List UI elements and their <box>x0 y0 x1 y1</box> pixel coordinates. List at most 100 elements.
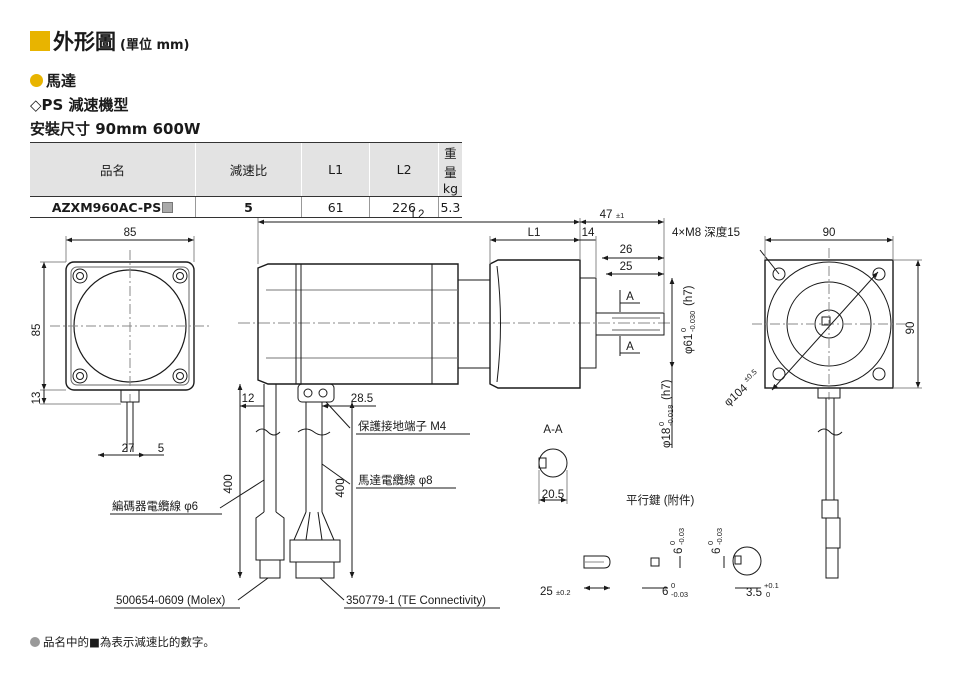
label-conn1: 500654-0609 (Molex) <box>116 595 225 607</box>
label-encoder-cable: 編碼器電纜線 φ6 <box>112 499 198 513</box>
dim-key-6-tol-top: 0 <box>671 581 675 590</box>
aa-keyway <box>538 457 547 469</box>
encoder-connector-plug <box>259 559 281 579</box>
section-mount: 安裝尺寸 90mm 600W <box>30 120 201 138</box>
flange-connector-b <box>825 517 841 549</box>
dim-side-width: 90 <box>823 227 836 239</box>
dim-key-6b-tol-top: 0 <box>668 541 677 545</box>
dim-47: 47 <box>600 209 613 221</box>
parallel-key-view <box>583 546 762 591</box>
dim-key-6c-tol-bot: -0.03 <box>715 528 724 545</box>
cell-model-text: AZXM960AC-PS <box>51 199 162 215</box>
dim-key-25-tol: ±0.2 <box>556 588 571 597</box>
dim-phi18-tol-bot: -0.018 <box>666 405 675 426</box>
dim-phi104-group: φ104 ±0.5 <box>722 367 759 409</box>
dim-key-6b: 6 <box>673 548 685 554</box>
side-view <box>219 218 675 601</box>
leader-motor-cable <box>321 463 351 485</box>
break-mark <box>817 428 843 436</box>
dim-cable-5: 5 <box>158 443 164 455</box>
leader-tap <box>759 249 780 275</box>
leader-ground <box>325 401 351 429</box>
dim-key-6b-group: 6 0 -0.03 <box>668 528 686 554</box>
encoder-connector <box>255 511 285 561</box>
dim-key-6c: 6 <box>711 548 723 554</box>
dim-key-25: 25 <box>540 586 553 598</box>
section-a-bottom: A <box>626 341 634 353</box>
cell-l2: 226 <box>369 196 439 218</box>
dim-front-offset: 13 <box>31 392 43 405</box>
dim-47-tol: ±1 <box>616 211 624 220</box>
title-text: 外形圖 <box>53 30 116 54</box>
dim-tap: 4×M8 深度15 <box>672 225 740 239</box>
dim-phi104-tol: ±0.5 <box>742 367 759 383</box>
motor-connector-pins <box>295 561 335 579</box>
dim-26: 26 <box>620 244 633 256</box>
flange-cable-gland <box>817 387 841 399</box>
label-conn2: 350779-1 (TE Connectivity) <box>346 595 486 607</box>
cell-weight: 5.3 <box>437 196 462 218</box>
key-shaft-circle <box>732 546 762 576</box>
dim-phi61: φ61 <box>683 334 695 354</box>
flange-connector-c <box>825 547 839 579</box>
section-motor-label: 馬達 <box>46 72 77 90</box>
dim-phi61-tol-top: 0 <box>679 328 688 332</box>
dim-front-width: 85 <box>124 227 137 239</box>
flange-connector-a <box>821 499 839 519</box>
title-marker-icon <box>30 31 50 51</box>
dim-key-6: 6 <box>662 586 668 598</box>
page-title: 外形圖 (單位 mm) <box>30 28 190 54</box>
dim-key-6b-tol-bot: -0.03 <box>677 528 686 545</box>
cell-model: AZXM960AC-PS <box>30 196 196 218</box>
col-model: 品名 <box>30 142 196 197</box>
dim-20-5: 20.5 <box>542 489 564 501</box>
ground-terminal <box>297 383 335 403</box>
motor-connector <box>289 539 341 563</box>
table-header-row: 品名 減速比 L1 L2 重量kg <box>30 142 462 197</box>
leader-conn2 <box>319 577 345 601</box>
dim-line-phi104 <box>771 271 879 391</box>
flange-view <box>752 236 922 579</box>
dim-key-6-tol-bot: -0.03 <box>671 590 688 599</box>
dim-phi104: φ104 <box>722 382 750 409</box>
table-row: AZXM960AC-PS 5 61 226 5.3 <box>30 196 462 218</box>
output-shaft <box>595 312 665 336</box>
dim-side-height: 90 <box>905 322 917 335</box>
col-l1: L1 <box>300 142 370 197</box>
front-view <box>40 236 210 458</box>
key-shaft-key <box>734 555 742 565</box>
dim-phi18: φ18 <box>661 428 673 448</box>
footnote-bullet-icon <box>30 637 40 647</box>
dim-key-6c-tol-top: 0 <box>706 541 715 545</box>
spec-table: 品名 減速比 L1 L2 重量kg AZXM960AC-PS 5 61 226 … <box>30 142 462 218</box>
break-mark <box>255 428 281 436</box>
front-cable-gland <box>120 389 140 403</box>
leader-encoder-cable <box>219 479 265 509</box>
dim-key-3-5-tol-top: +0.1 <box>764 581 779 590</box>
dim-12: 12 <box>242 393 255 405</box>
col-ratio: 減速比 <box>195 142 302 197</box>
key-side <box>583 555 611 569</box>
title-unit: (單位 mm) <box>120 37 190 53</box>
dim-key-3-5: 3.5 <box>746 587 762 599</box>
dim-25: 25 <box>620 261 633 273</box>
dim-400a: 400 <box>223 474 235 493</box>
dim-phi61-tol-bot: -0.030 <box>688 311 697 332</box>
aa-shaft-circle <box>538 448 568 478</box>
ground-symbol-icon <box>318 388 328 398</box>
section-motor: 馬達 <box>30 70 76 91</box>
dim-400b: 400 <box>335 478 347 497</box>
dim-l1: L1 <box>528 227 541 239</box>
dim-front-height: 85 <box>31 324 43 337</box>
footnote-text: 品名中的■為表示減速比的數字。 <box>43 635 215 649</box>
dim-phi18-tol-top: 0 <box>657 422 666 426</box>
dim-14: 14 <box>582 227 595 239</box>
bullet-icon <box>30 74 43 87</box>
section-aa-view <box>538 448 568 504</box>
adapter <box>458 279 491 369</box>
section-reducer: ◇PS 減速機型 <box>30 96 129 114</box>
label-ground-terminal: 保護接地端子 M4 <box>358 419 447 433</box>
col-l2: L2 <box>369 142 439 197</box>
key-title: 平行鍵 (附件) <box>626 493 695 507</box>
